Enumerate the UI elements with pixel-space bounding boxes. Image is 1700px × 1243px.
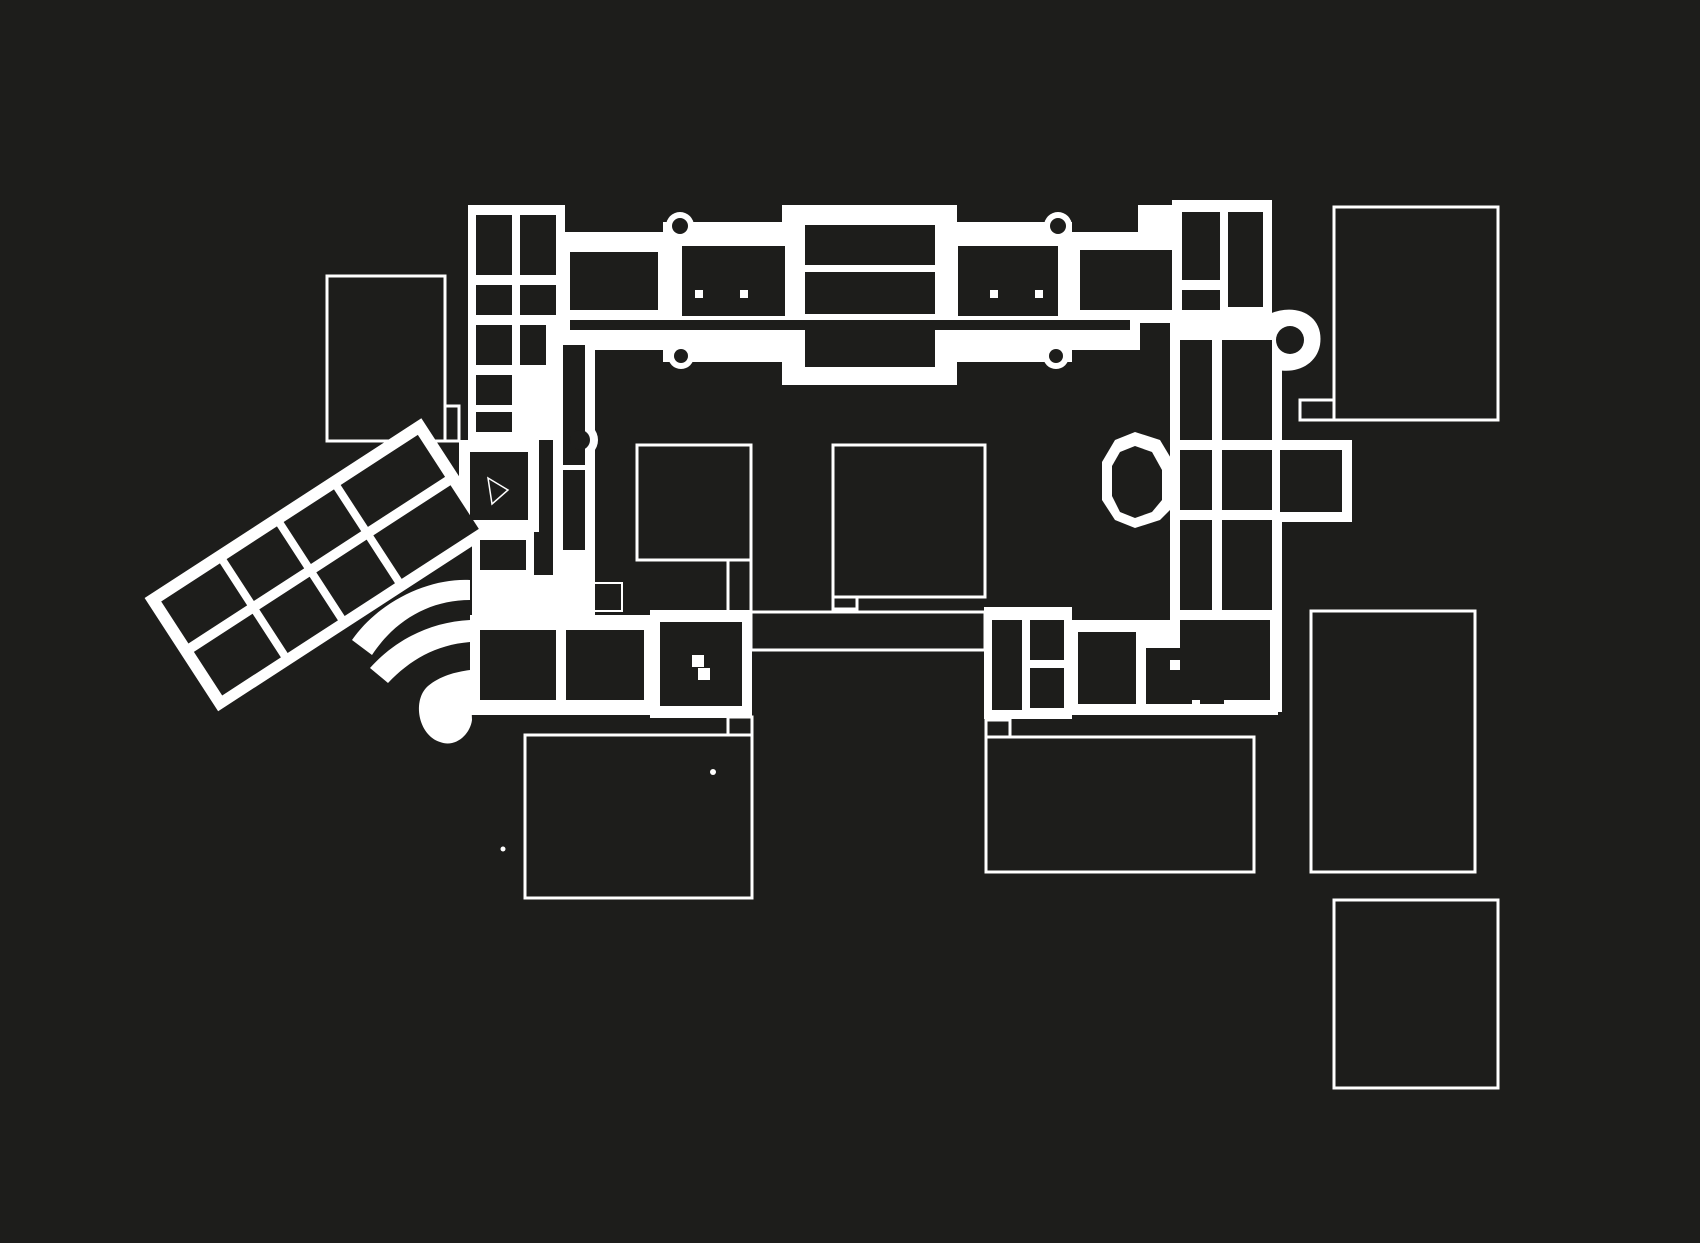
- volume-court-center: [831, 443, 987, 599]
- volume-court-center-annex: [831, 595, 859, 611]
- volume-northeast: [1332, 205, 1500, 422]
- volume-west: [325, 274, 447, 443]
- room-chapel: [1112, 446, 1162, 518]
- room-nw8: [476, 412, 512, 432]
- volume-court-left: [635, 443, 753, 562]
- corridor-link-south: [581, 582, 623, 612]
- dot-marker-1: [710, 769, 716, 775]
- room-n3: [805, 225, 935, 265]
- room-round-tower-se: [1049, 349, 1063, 363]
- room-round-tower-ne: [1050, 218, 1066, 234]
- details: [487, 290, 1180, 852]
- room-n4: [805, 272, 935, 314]
- room-n6: [958, 246, 1058, 316]
- room-se5: [1146, 648, 1192, 704]
- room-se1: [992, 620, 1022, 710]
- room-nw4: [520, 285, 556, 315]
- room-round-tower-sw: [674, 349, 688, 363]
- room-nw5: [476, 325, 512, 365]
- room-round-stair-west: [570, 430, 590, 450]
- room-round-tower-nw: [672, 218, 688, 234]
- room-e-annex: [1280, 450, 1342, 512]
- curved-corridor-lower: [370, 620, 470, 683]
- pillars: [692, 290, 1180, 680]
- room-spiral-stair-east: [1276, 326, 1304, 354]
- curved-corridor-bottom: [418, 670, 472, 744]
- room-e3: [1180, 450, 1212, 510]
- room-w-corridor-2: [563, 470, 585, 550]
- volume-east: [1309, 609, 1477, 874]
- room-e1: [1180, 340, 1212, 440]
- volume-northeast-link: [1298, 398, 1336, 422]
- room-nw3: [476, 285, 512, 315]
- room-nw6: [520, 325, 546, 365]
- curved-corridor-outer: [352, 579, 470, 655]
- room-n1: [570, 252, 658, 310]
- volume-west-link: [443, 404, 461, 443]
- rooms: [161, 212, 1342, 710]
- room-tower-west: [470, 452, 528, 520]
- room-sw1: [480, 630, 556, 700]
- room-ne2: [1228, 212, 1263, 307]
- volume-south-center-link: [984, 718, 1012, 739]
- room-stair-west: [480, 540, 526, 570]
- room-ne3: [1182, 290, 1220, 310]
- angled-west-wing-rooms: [161, 434, 479, 696]
- room-n2: [682, 246, 785, 316]
- room-nw2: [520, 215, 556, 275]
- room-e4: [1222, 450, 1272, 510]
- volume-southeast: [1332, 898, 1500, 1090]
- room-se3: [1030, 668, 1064, 708]
- room-se6: [1200, 648, 1224, 704]
- room-ne1: [1182, 212, 1220, 280]
- volume-south-center: [984, 735, 1256, 874]
- room-sw2: [566, 630, 644, 700]
- room-e2: [1222, 340, 1272, 440]
- room-n7: [1080, 250, 1172, 310]
- room-e5: [1180, 520, 1212, 610]
- room-e7: [1180, 620, 1270, 700]
- room-n-corridor: [570, 320, 1130, 330]
- volume-southwest: [523, 733, 754, 900]
- triangle-marker: [487, 476, 510, 506]
- room-e6: [1222, 520, 1272, 610]
- dot-marker-2: [500, 846, 506, 852]
- room-se4: [1078, 632, 1136, 704]
- room-nw7: [476, 375, 512, 405]
- room-se2: [1030, 620, 1064, 660]
- room-nw1: [476, 215, 512, 275]
